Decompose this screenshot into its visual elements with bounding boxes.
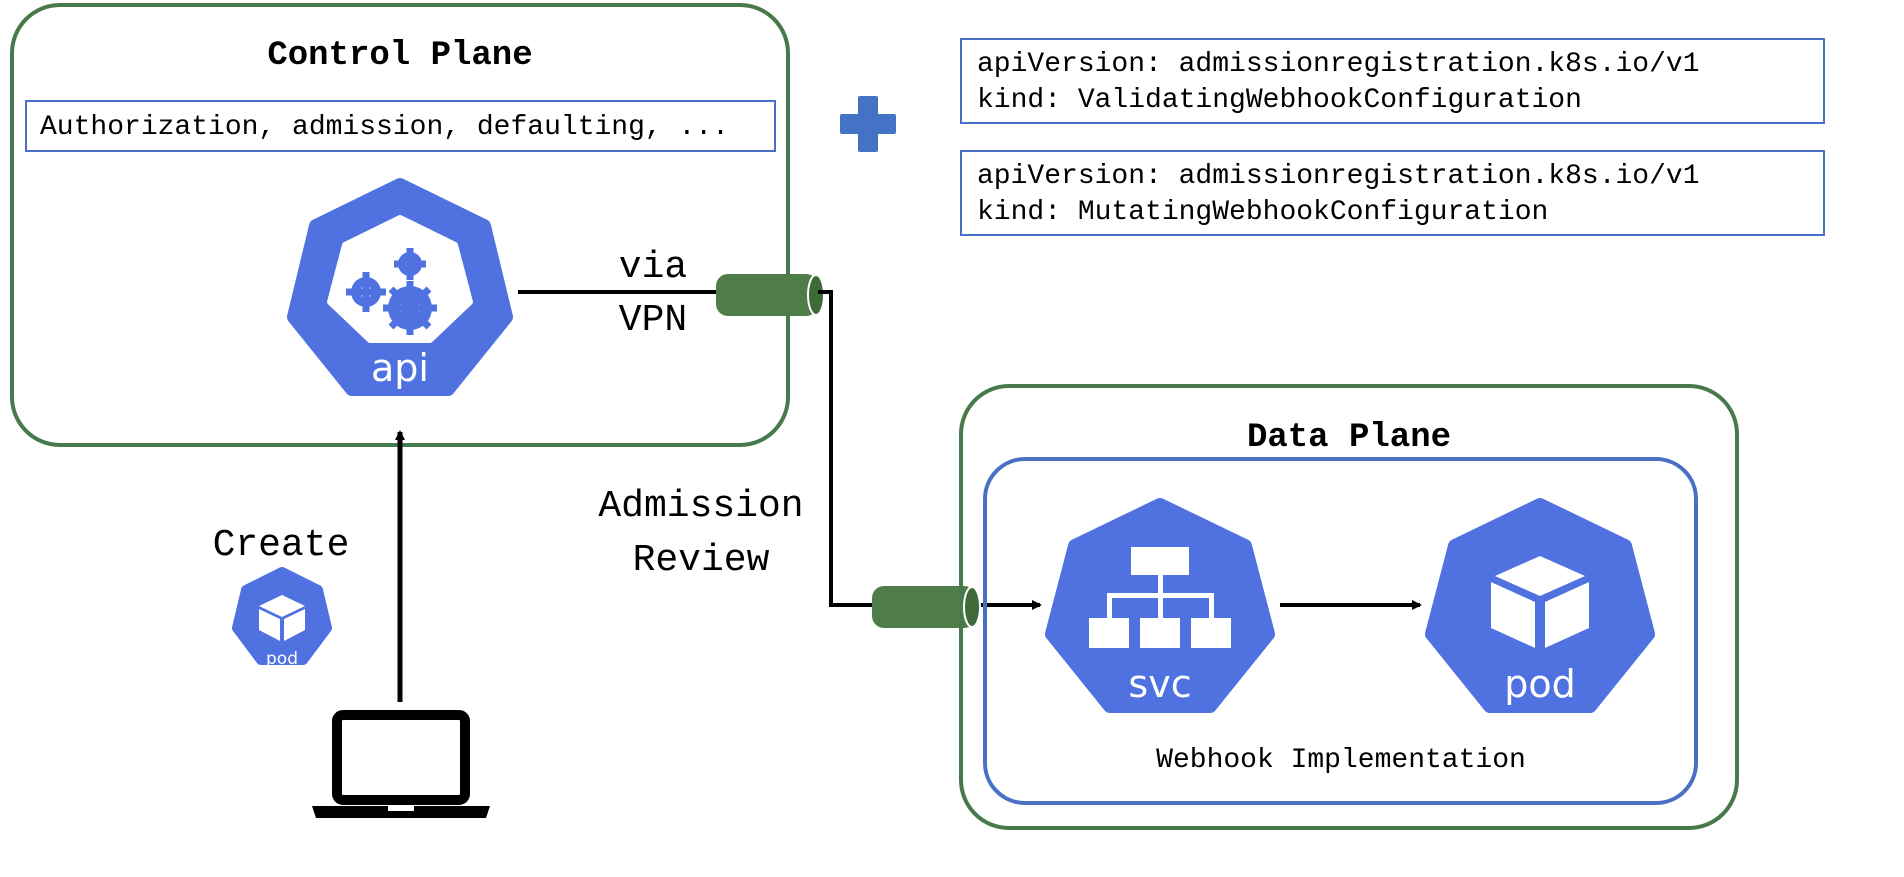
api-icon-label: api — [371, 346, 429, 390]
gear-icon — [346, 248, 437, 335]
webhook-implementation-frame — [983, 457, 1698, 805]
webhook-pod-icon: pod — [1425, 498, 1655, 713]
mutating-config-box: apiVersion: admissionregistration.k8s.io… — [960, 150, 1825, 236]
service-icon: svc — [1045, 498, 1275, 713]
pod-small-icon-label: pod — [266, 649, 298, 669]
cube-icon — [1491, 556, 1589, 648]
validating-config-apiversion: apiVersion: admissionregistration.k8s.io… — [977, 49, 1700, 80]
api-server-icon: api — [287, 178, 513, 396]
cube-icon — [259, 595, 305, 641]
plus-icon — [840, 96, 896, 152]
admission-chain-box — [25, 100, 776, 152]
validating-config-kind: kind: ValidatingWebhookConfiguration — [977, 85, 1582, 116]
vpn-tunnel-top — [716, 274, 825, 316]
vpn-tunnel-bottom — [872, 586, 981, 628]
admission-review-line2: Review — [633, 539, 770, 582]
webhook-pod-icon-label: pod — [1504, 662, 1576, 706]
data-plane-title: Data Plane — [1247, 419, 1451, 457]
admission-review-line1: Admission — [598, 485, 803, 528]
create-label: Create — [213, 524, 350, 567]
network-tree-icon — [1089, 547, 1231, 648]
service-icon-label: svc — [1128, 662, 1191, 706]
pod-small-icon: pod — [232, 567, 332, 669]
mutating-config-apiversion: apiVersion: admissionregistration.k8s.io… — [977, 161, 1700, 192]
vpn-label-line1: via — [619, 246, 687, 289]
vpn-label-line2: VPN — [619, 299, 687, 342]
laptop-icon — [312, 710, 490, 818]
vpn-to-webhook-line — [818, 290, 1042, 610]
data-plane-frame — [959, 384, 1739, 830]
admission-chain-text: Authorization, admission, defaulting, ..… — [40, 112, 729, 143]
mutating-config-kind: kind: MutatingWebhookConfiguration — [977, 197, 1548, 228]
webhook-implementation-caption: Webhook Implementation — [1156, 745, 1526, 776]
control-plane-title: Control Plane — [267, 37, 532, 75]
validating-config-box: apiVersion: admissionregistration.k8s.io… — [960, 38, 1825, 124]
